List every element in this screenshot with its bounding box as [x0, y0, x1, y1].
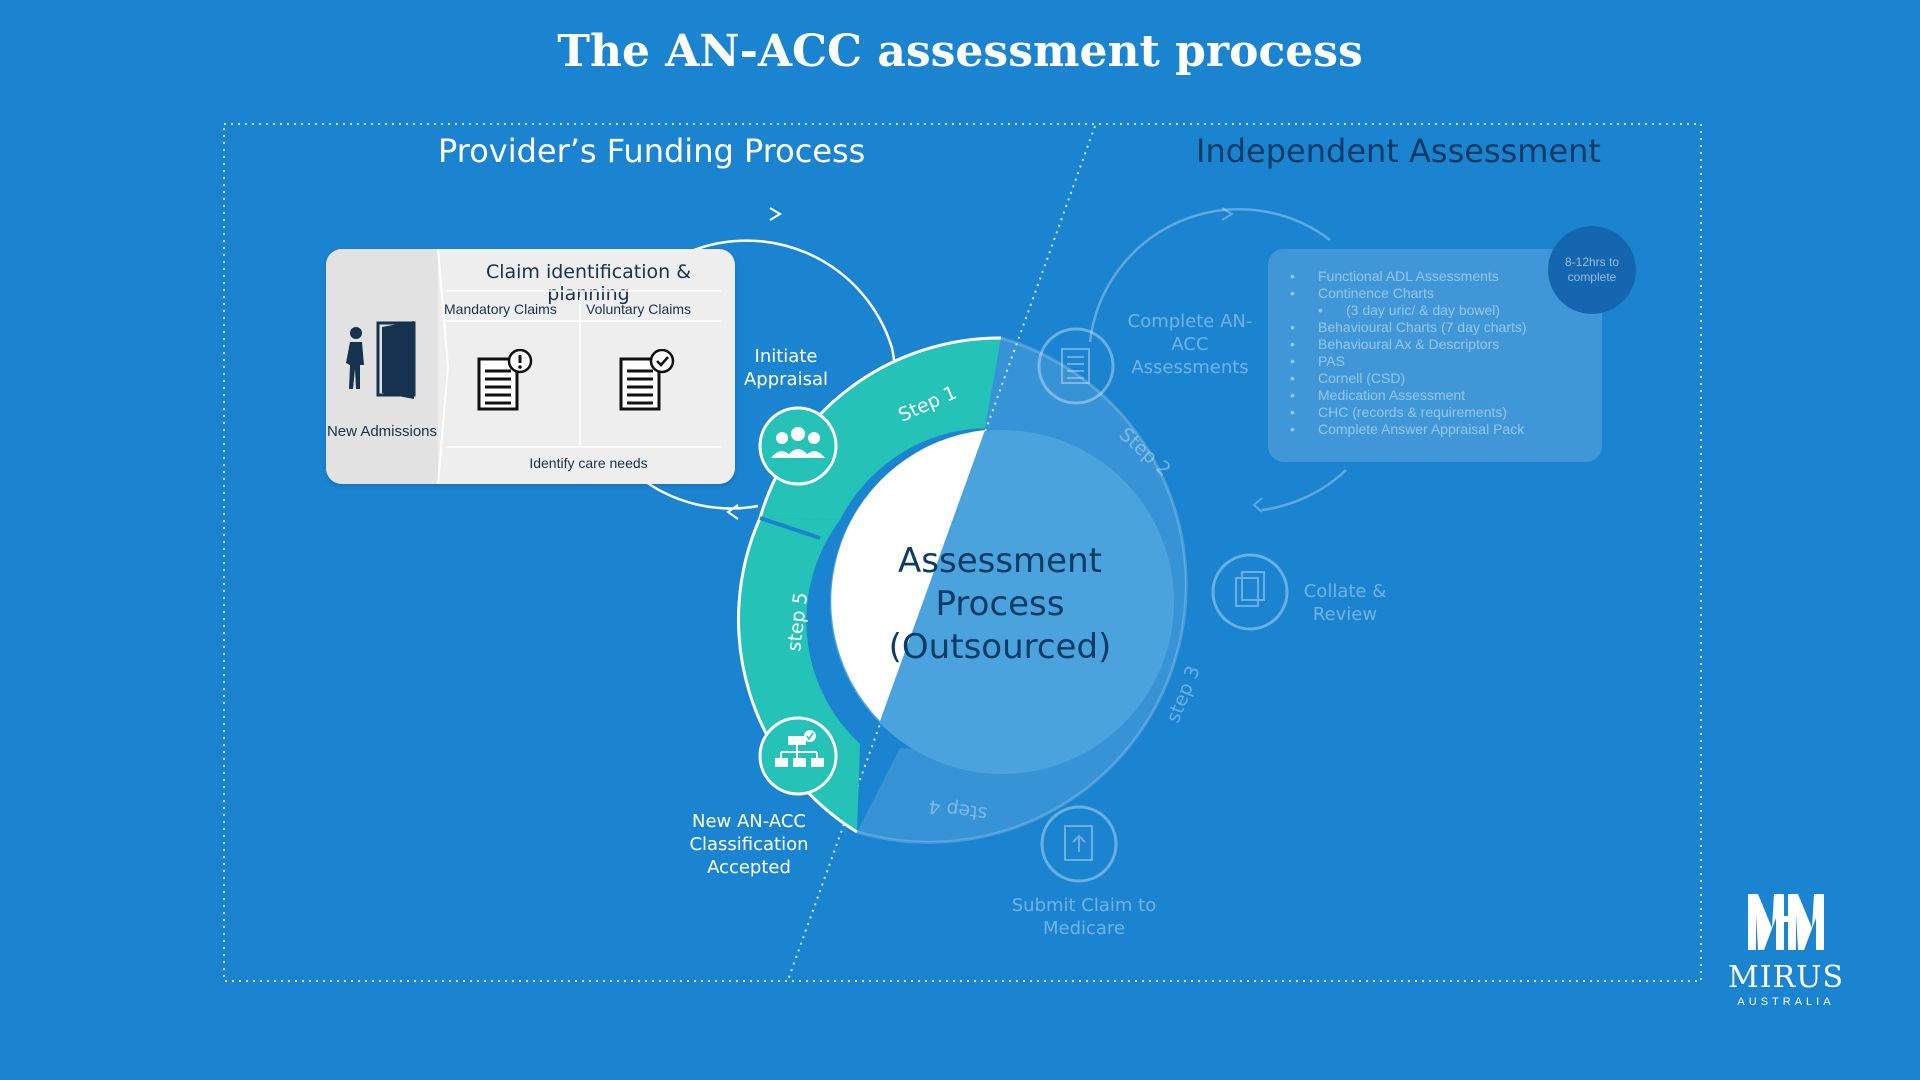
center-title: Assessment Process (Outsourced): [860, 540, 1140, 669]
mandatory-document-icon: [477, 349, 533, 411]
list-item: Behavioural Charts (7 day charts): [1290, 319, 1527, 336]
left-panel-title: Provider’s Funding Process: [438, 132, 866, 170]
left-cycle-loop: [679, 239, 896, 361]
list-item: Functional ADL Assessments: [1290, 268, 1527, 285]
center-line-3: (Outsourced): [888, 627, 1112, 667]
initiate-appraisal-label: Initiate Appraisal: [743, 346, 828, 390]
right-cycle-loop: [1088, 208, 1331, 343]
center-line-1: Assessment: [898, 541, 1102, 581]
org-chart-icon: [758, 716, 838, 796]
claim-card: New Admissions Claim identification & pl…: [326, 249, 735, 484]
list-item: Behavioural Ax & Descriptors: [1290, 336, 1527, 353]
list-item: Continence Charts: [1290, 285, 1527, 302]
center-line-2: Process: [935, 584, 1065, 624]
page-title: The AN-ACC assessment process: [557, 26, 1363, 77]
logo-subtitle: AUSTRALIA: [1737, 996, 1835, 1008]
list-item: Cornell (CSD): [1290, 370, 1527, 387]
mandatory-claims-label: Mandatory Claims: [444, 301, 557, 317]
list-item: CHC (records & requirements): [1290, 404, 1527, 421]
list-item: (3 day uric/ & day bowel): [1290, 302, 1527, 319]
claim-card-lines: [437, 249, 722, 484]
voluntary-claims-label: Voluntary Claims: [586, 301, 692, 317]
list-item: PAS: [1290, 353, 1527, 370]
documents-icon: [1211, 553, 1289, 631]
new-admissions-label: New Admissions: [326, 423, 438, 440]
claim-heading: Claim identification & planning: [485, 261, 692, 305]
checklist-icon: [1037, 327, 1115, 405]
new-admissions-panel: New Admissions: [326, 249, 438, 484]
collate-review-label: Collate & Review: [1303, 581, 1387, 625]
dotted-frame: [223, 123, 1702, 982]
diagonal-divider: [787, 125, 1096, 981]
right-panel-title: Independent Assessment: [1196, 132, 1601, 170]
inner-circle-left: [831, 430, 985, 721]
upload-document-icon: [1040, 805, 1118, 883]
list-item: Medication Assessment: [1290, 387, 1527, 404]
voluntary-document-icon: [619, 349, 675, 411]
submit-claim-label: Submit Claim to Medicare: [1011, 895, 1157, 939]
logo-wordmark: MIRUS: [1728, 960, 1844, 995]
identify-care-needs-label: Identify care needs: [529, 455, 648, 471]
people-icon: [758, 406, 838, 486]
person-door-icon: [346, 321, 416, 399]
duration-badge: 8-12hrs to complete: [1548, 226, 1636, 314]
mirus-logo-icon: [1748, 894, 1824, 950]
complete-assessments-label: Complete AN-ACC Assessments: [1127, 311, 1253, 378]
assessment-list: Functional ADL Assessments Continence Ch…: [1290, 268, 1527, 438]
new-classification-label: New AN-ACC Classification Accepted: [689, 811, 809, 878]
list-item: Complete Answer Appraisal Pack: [1290, 421, 1527, 438]
